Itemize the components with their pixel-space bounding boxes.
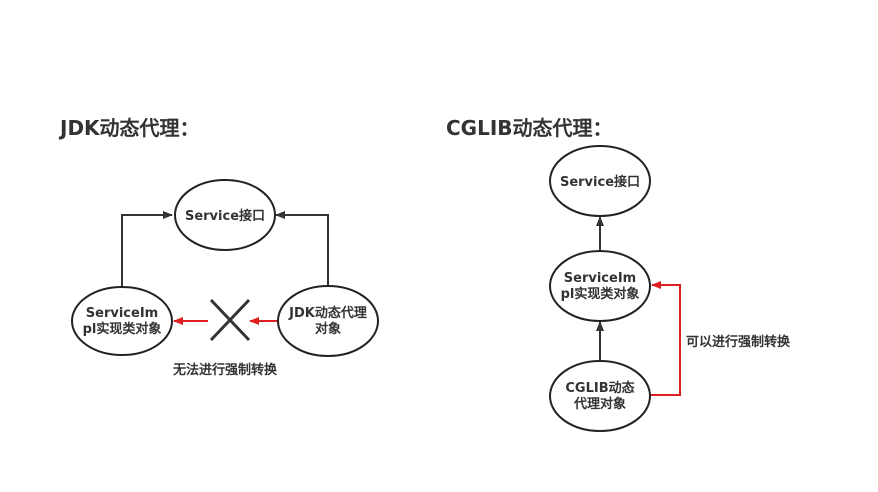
jdk-impl-node: ServiceIm pl实现类对象 — [71, 286, 173, 356]
jdk-impl-label-line1: ServiceIm — [86, 306, 158, 321]
jdk-impl-to-interface-arrow — [121, 211, 173, 287]
jdk-cast-note: 无法进行强制转换 — [172, 362, 278, 378]
cglib-cast-note: 可以进行强制转换 — [686, 334, 791, 350]
cglib-impl-label-line2: pl实现类对象 — [561, 286, 640, 302]
cglib-proxy-node: CGLIB动态 代理对象 — [549, 360, 651, 432]
forbidden-cross-icon — [209, 298, 251, 342]
jdk-proxy-to-interface-arrow — [275, 211, 329, 285]
cglib-interface-node: Service接口 — [549, 145, 651, 217]
cglib-section-title: CGLIB动态代理： — [446, 116, 613, 140]
jdk-section-title: JDK动态代理： — [60, 116, 200, 140]
jdk-proxy-label-line1: JDK动态代理 — [288, 305, 367, 321]
cglib-proxy-label-line1: CGLIB动态 — [565, 380, 634, 396]
cglib-impl-label-line1: ServiceIm — [564, 271, 636, 286]
cglib-proxy-label-line2: 代理对象 — [573, 396, 626, 412]
jdk-impl-label-line2: pl实现类对象 — [83, 321, 162, 337]
jdk-proxy-node: JDK动态代理 对象 — [277, 285, 379, 357]
cglib-proxy-to-impl-red-arrow — [650, 281, 681, 396]
cglib-interface-label: Service接口 — [560, 174, 640, 190]
jdk-proxy-label-line2: 对象 — [315, 321, 341, 337]
jdk-interface-label: Service接口 — [185, 208, 265, 224]
jdk-interface-node: Service接口 — [174, 179, 276, 251]
cglib-impl-node: ServiceIm pl实现类对象 — [549, 250, 651, 322]
